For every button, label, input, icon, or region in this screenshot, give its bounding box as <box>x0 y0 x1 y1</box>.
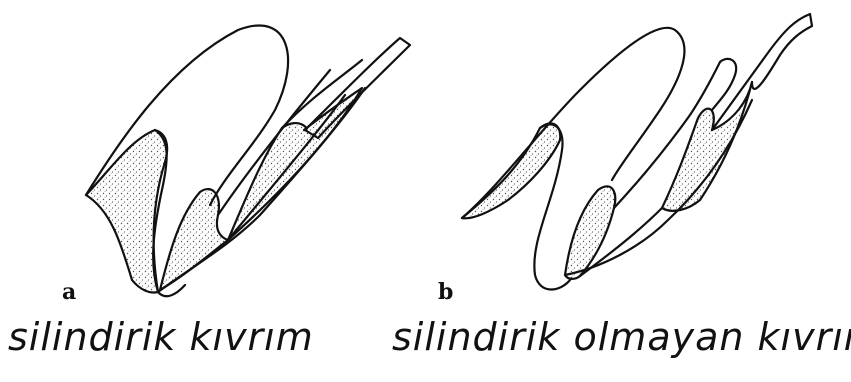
panel-b-letter: b <box>438 279 453 305</box>
panel-b-shaded-hinge-middle <box>565 186 615 279</box>
panel-a-cylindrical-fold: a <box>62 25 410 305</box>
panel-a-letter: a <box>62 279 76 305</box>
panel-b-noncylindrical-fold: b <box>438 14 812 305</box>
panel-b-shaded-hinge-right <box>662 82 752 211</box>
panel-a-shaded-hinge-middle <box>160 189 228 290</box>
panel-a-fold-limb-2 <box>228 95 345 240</box>
panel-a-caption: silindirik kıvrım <box>8 318 314 356</box>
panel-a-shaded-hinge-left <box>86 130 167 293</box>
panel-b-plate-top <box>712 14 812 130</box>
panel-b-caption: silindirik olmayan kıvrım <box>392 318 851 356</box>
